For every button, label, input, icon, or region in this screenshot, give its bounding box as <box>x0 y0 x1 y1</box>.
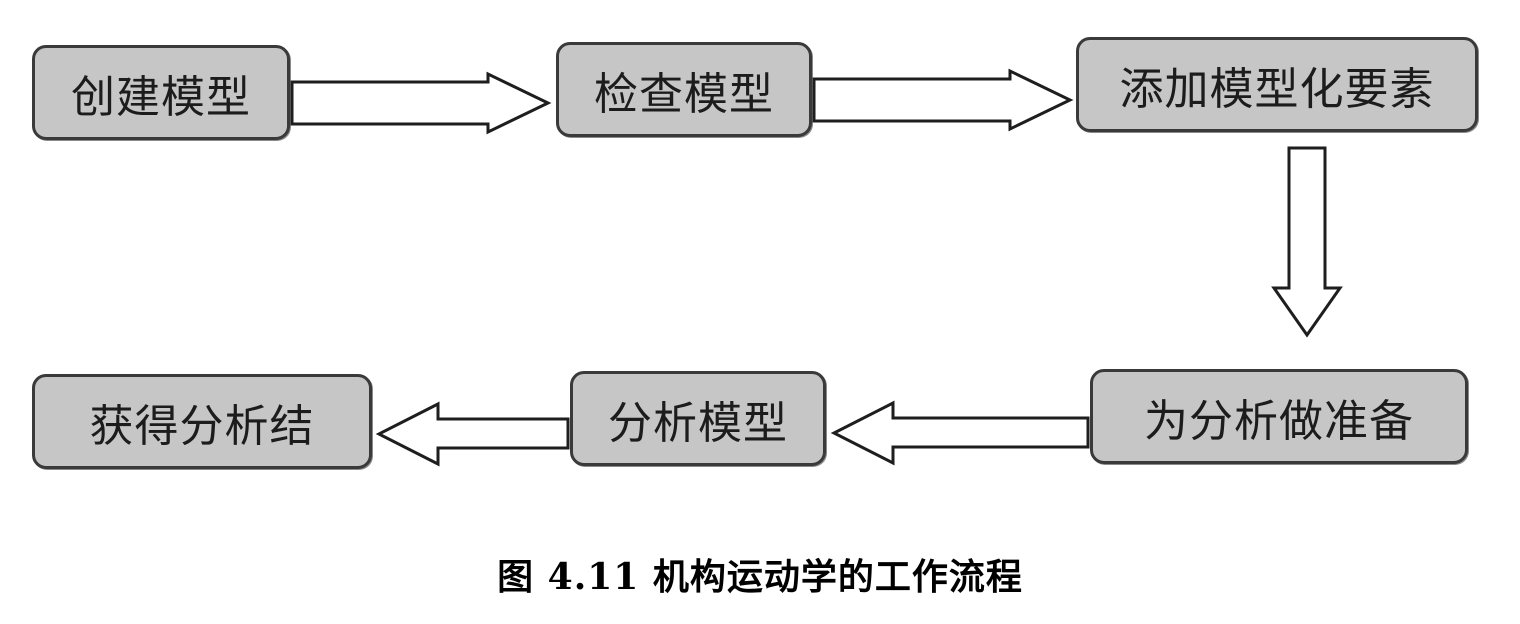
arrow-right-1 <box>290 71 552 135</box>
step-create-model: 创建模型 <box>32 45 290 140</box>
arrow-left-1 <box>830 400 1090 466</box>
arrow-right-2 <box>812 68 1074 132</box>
step-add-modeling-elements: 添加模型化要素 <box>1076 37 1478 132</box>
step-check-model: 检查模型 <box>556 42 812 137</box>
arrow-down <box>1271 146 1343 338</box>
figure-caption: 图 4.11 机构运动学的工作流程 <box>497 556 1023 598</box>
arrow-left-2 <box>375 401 570 467</box>
step-get-results: 获得分析结 <box>32 374 372 469</box>
step-prepare-analysis: 为分析做准备 <box>1090 369 1468 464</box>
step-analyze-model: 分析模型 <box>570 371 826 466</box>
